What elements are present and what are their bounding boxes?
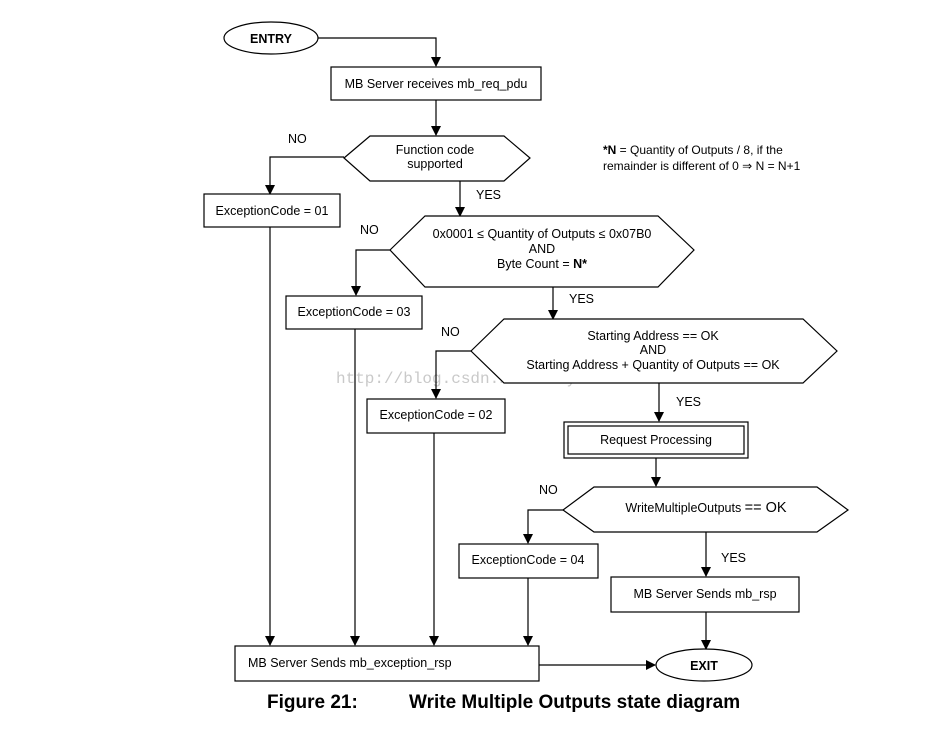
quantity-line2: AND	[529, 242, 555, 256]
exception-01-label: ExceptionCode = 01	[216, 204, 329, 218]
quantity-line1: 0x0001 ≤ Quantity of Outputs ≤ 0x07B0	[433, 227, 652, 241]
branch-yes-1: YES	[476, 188, 501, 202]
address-decision: Starting Address == OK AND Starting Addr…	[470, 318, 838, 384]
write-outputs-label: WriteMultipleOutputs == OK	[625, 500, 787, 516]
function-code-decision: Function code supported	[343, 135, 531, 182]
exit-node: EXIT	[655, 648, 753, 682]
exception-01-box: ExceptionCode = 01	[203, 193, 341, 228]
function-code-line1: Function code	[396, 143, 475, 157]
send-rsp-label: MB Server Sends mb_rsp	[633, 587, 776, 601]
branch-no-1: NO	[288, 132, 307, 146]
request-processing-box: Request Processing	[563, 421, 749, 459]
exit-label: EXIT	[690, 659, 718, 673]
send-exception-label: MB Server Sends mb_exception_rsp	[248, 656, 452, 670]
address-line2: AND	[640, 343, 666, 357]
quantity-decision: 0x0001 ≤ Quantity of Outputs ≤ 0x07B0 AN…	[389, 215, 695, 288]
edge-quantity-no	[351, 249, 391, 296]
note-line1: *N = Quantity of Outputs / 8, if the	[603, 143, 783, 157]
connectors	[265, 37, 711, 670]
edge-address-no	[431, 350, 472, 399]
branch-yes-3: YES	[676, 395, 701, 409]
branch-no-2: NO	[360, 223, 379, 237]
send-rsp-box: MB Server Sends mb_rsp	[610, 576, 800, 613]
entry-node: ENTRY	[223, 21, 319, 55]
address-line3: Starting Address + Quantity of Outputs =…	[526, 358, 780, 372]
branch-no-4: NO	[539, 483, 558, 497]
receive-label: MB Server receives mb_req_pdu	[345, 77, 528, 91]
exception-02-label: ExceptionCode = 02	[380, 408, 493, 422]
exception-02-box: ExceptionCode = 02	[366, 398, 506, 434]
exception-03-label: ExceptionCode = 03	[298, 305, 411, 319]
edge-entry-receive	[318, 37, 441, 67]
address-line1: Starting Address == OK	[587, 329, 719, 343]
quantity-line3: Byte Count = N*	[497, 257, 587, 271]
edge-function-no	[265, 156, 344, 195]
request-processing-label: Request Processing	[600, 433, 712, 447]
send-exception-box: MB Server Sends mb_exception_rsp	[234, 645, 540, 682]
function-code-line2: supported	[407, 157, 463, 171]
figure-number: Figure 21:	[267, 692, 358, 713]
exception-04-label: ExceptionCode = 04	[472, 553, 585, 567]
edge-write-no	[523, 509, 563, 544]
receive-box: MB Server receives mb_req_pdu	[330, 66, 542, 101]
note-line2: remainder is different of 0 ⇒ N = N+1	[603, 159, 801, 173]
footnote: *N = Quantity of Outputs / 8, if the rem…	[603, 143, 801, 173]
figure-title: Write Multiple Outputs state diagram	[409, 692, 740, 713]
branch-yes-4: YES	[721, 551, 746, 565]
write-outputs-decision: WriteMultipleOutputs == OK	[561, 486, 850, 533]
entry-label: ENTRY	[250, 32, 293, 46]
branch-no-3: NO	[441, 325, 460, 339]
branch-yes-2: YES	[569, 292, 594, 306]
exception-04-box: ExceptionCode = 04	[458, 543, 599, 579]
exception-03-box: ExceptionCode = 03	[285, 295, 423, 330]
